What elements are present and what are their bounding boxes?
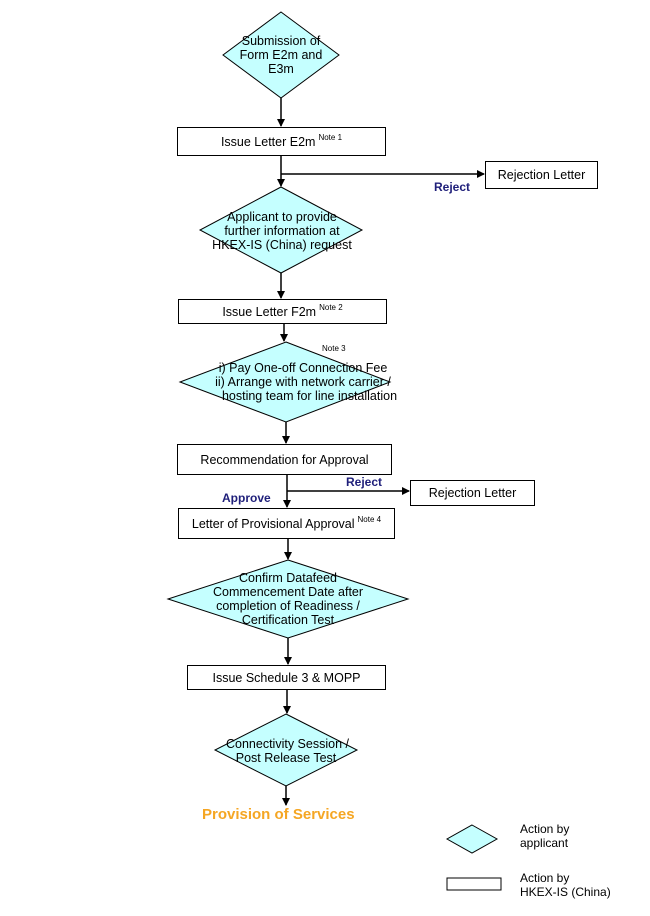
recommendation-label: Recommendation for Approval [200, 452, 369, 467]
submission-text: Submission of Form E2m and E3m [231, 34, 331, 76]
connectivity-line-1: Connectivity Session / [226, 737, 349, 751]
connectivity-line-2: Post Release Test [235, 751, 337, 765]
legend-applicant-line-2: applicant [520, 836, 569, 850]
legend-diamond [445, 824, 499, 854]
submission-line-3: E3m [268, 62, 294, 76]
legend-hkex-line-1: Action by [520, 871, 570, 885]
confirm-line-1: Confirm Datafeed [239, 571, 337, 585]
pay-fee-text: i) Pay One-off Connection Fee ii) Arrang… [203, 361, 403, 403]
approve-label: Approve [222, 491, 271, 505]
reject-label-2: Reject [346, 475, 383, 489]
rejection-letter-1-label: Rejection Letter [497, 168, 586, 182]
legend-applicant-line-1: Action by [520, 822, 570, 836]
recommendation-box: Recommendation for Approval [177, 444, 392, 475]
connectivity-text: Connectivity Session / Post Release Test [226, 737, 349, 765]
rejection-letter-2-label: Rejection Letter [428, 486, 517, 500]
legend-hkex-line-2: HKEX-IS (China) [520, 885, 611, 899]
reject-label-1: Reject [434, 180, 471, 194]
rejection-letter-1-box: Rejection Letter [485, 161, 598, 189]
submission-line-1: Submission of [241, 34, 321, 48]
pay-fee-line-2: ii) Arrange with network carrier / [215, 375, 391, 389]
legend-rect [446, 877, 502, 891]
note-1: Note 1 [318, 133, 343, 142]
confirm-line-3: completion of Readiness / [216, 599, 360, 613]
confirm-line-4: Certification Test [241, 613, 335, 627]
further-info-line-2: further information at [224, 224, 340, 238]
submission-line-2: Form E2m and [239, 48, 323, 62]
rejection-letter-2-box: Rejection Letter [410, 480, 535, 506]
further-info-line-1: Applicant to provide [227, 210, 337, 224]
pay-fee-line-3: hosting team for line installation [221, 389, 398, 403]
further-info-line-3: HKEX-IS (China) request [212, 238, 352, 252]
confirm-line-2: Commencement Date after [212, 585, 364, 599]
legend-applicant-text: Action by applicant [520, 822, 569, 850]
legend-hkex-text: Action by HKEX-IS (China) [520, 871, 611, 899]
schedule-box: Issue Schedule 3 & MOPP [187, 665, 386, 690]
note-4: Note 4 [357, 515, 382, 524]
note-2: Note 2 [319, 303, 343, 312]
provision-of-services: Provision of Services [202, 806, 355, 823]
pay-fee-line-1: i) Pay One-off Connection Fee [218, 361, 388, 375]
confirm-text: Confirm Datafeed Commencement Date after… [203, 571, 373, 627]
issue-e2m-label: Issue Letter E2m [220, 134, 316, 149]
provisional-approval-label: Letter of Provisional Approval [191, 516, 355, 531]
further-info-text: Applicant to provide further information… [206, 210, 358, 252]
note-3: Note 3 [322, 344, 346, 353]
schedule-label: Issue Schedule 3 & MOPP [212, 670, 361, 685]
issue-f2m-label: Issue Letter F2m [222, 304, 317, 319]
